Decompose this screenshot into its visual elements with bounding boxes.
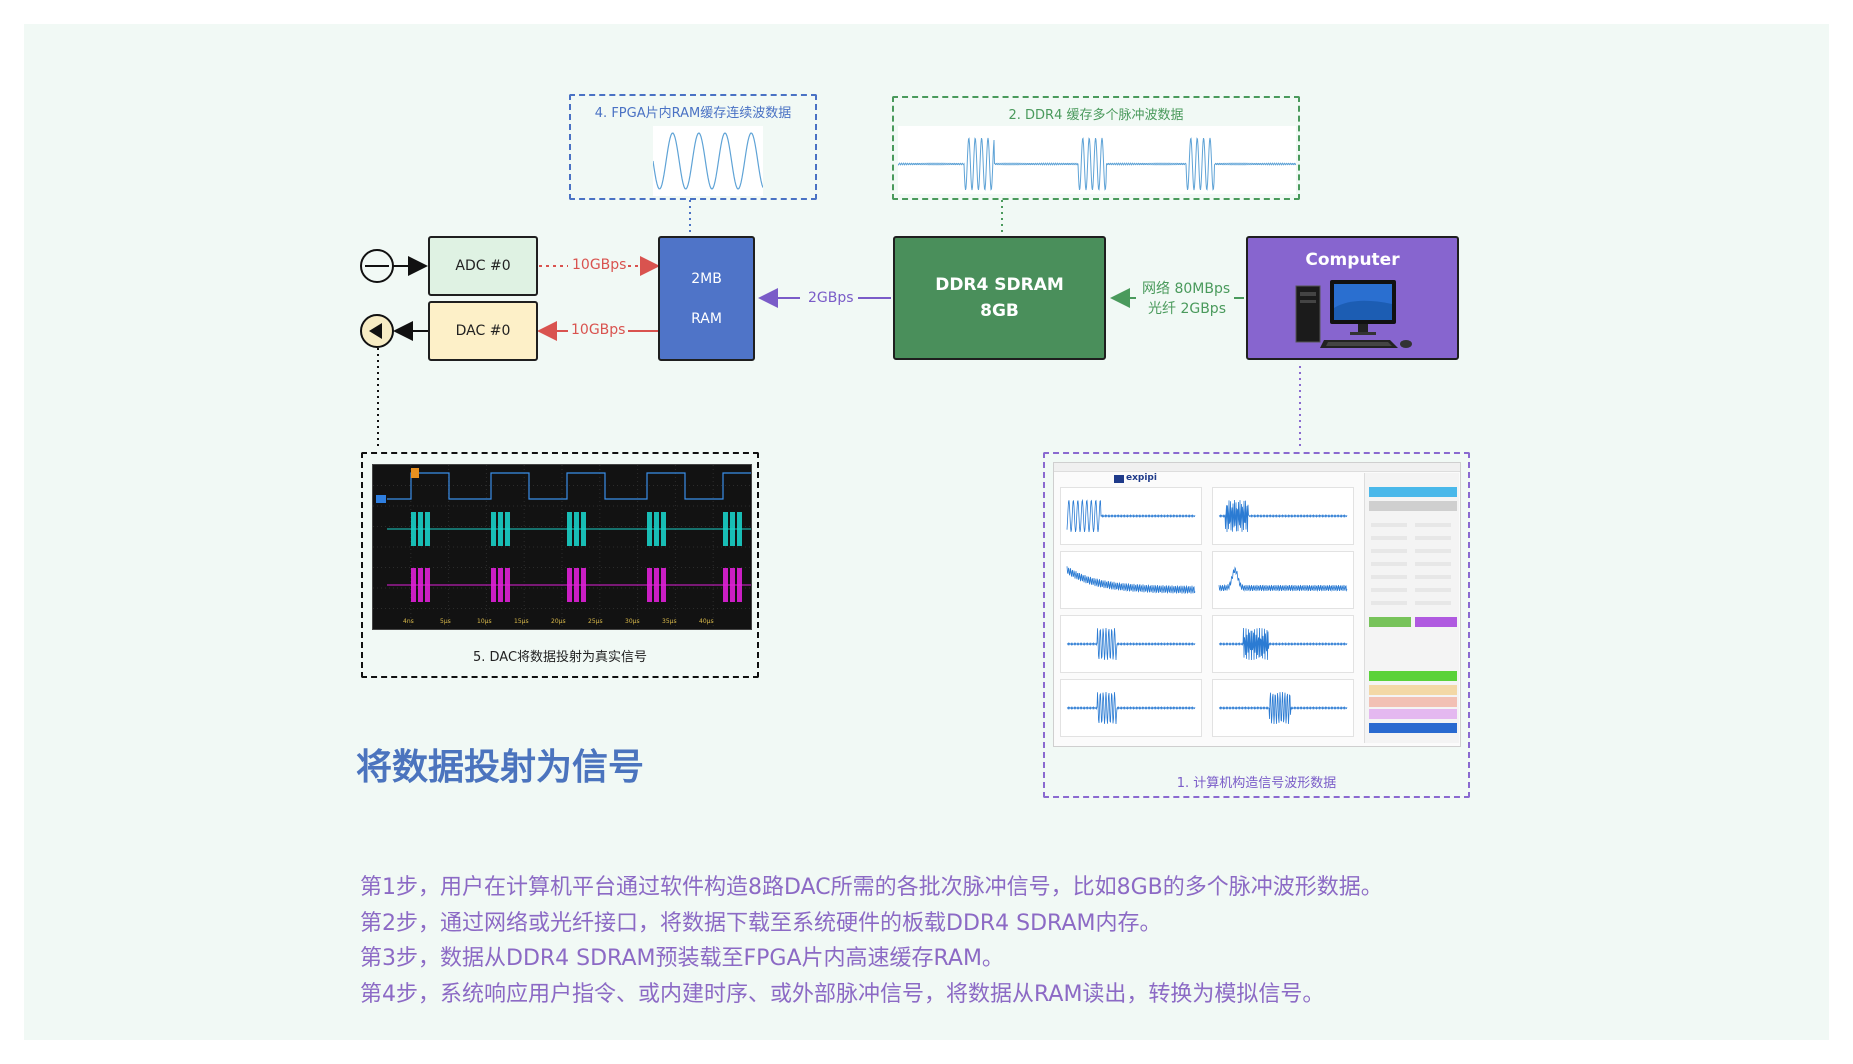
software-control-field	[1415, 601, 1451, 605]
adc-ram-speed-label: 10GBps	[572, 257, 627, 273]
ddr4-size-label: 8GB	[980, 301, 1019, 321]
software-plot	[1212, 487, 1354, 545]
scope-tick-label: 30μs	[625, 618, 640, 625]
ram-dac-speed-label: 10GBps	[571, 322, 626, 338]
software-plot	[1060, 487, 1202, 545]
computer-label: Computer	[1305, 250, 1400, 270]
fpga-ram-caption: 4. FPGA片内RAM缓存连续波数据	[594, 106, 792, 121]
software-control-field	[1415, 588, 1451, 592]
software-plot	[1060, 615, 1202, 673]
steps-list: 第1步，用户在计算机平台通过软件构造8路DAC所需的各批次脉冲信号，比如8GB的…	[360, 870, 1383, 1012]
adc-block: ADC #0	[428, 236, 538, 296]
step-3: 第3步，数据从DDR4 SDRAM预装载至FPGA片内高速缓存RAM。	[360, 946, 1004, 971]
adc-input-source-icon	[360, 249, 428, 283]
headline: 将数据投射为信号	[356, 747, 645, 788]
ddr4-block: DDR4 SDRAM 8GB	[893, 236, 1106, 360]
scope-tick-label: 4ns	[403, 618, 414, 625]
software-control-field	[1415, 562, 1451, 566]
ram-size-label: 2MB	[691, 270, 722, 287]
software-control-field	[1371, 523, 1407, 527]
software-plot	[1212, 615, 1354, 673]
step-4: 第4步，系统响应用户指令、或内建时序、或外部脉冲信号，将数据从RAM读出，转换为…	[360, 981, 1325, 1007]
network-speed-label: 网络 80MBps	[1142, 281, 1231, 297]
software-screenshot-box: 1. 计算机构造信号波形数据	[1043, 452, 1470, 798]
continuous-wave-graphic	[653, 126, 763, 196]
software-logo: expipi	[1126, 473, 1157, 483]
ddr4-pulse-waveform-box: 2. DDR4 缓存多个脉冲波数据	[892, 96, 1300, 200]
dac-output-box: 5. DAC将数据投射为真实信号	[361, 452, 759, 678]
pulse-wave-graphic	[898, 126, 1296, 194]
oscilloscope-traces: 4ns 5μs 10μs 15μs 20μs 25μs 30μs 35μs 40μs	[373, 465, 762, 629]
software-plot	[1212, 679, 1354, 737]
scope-tick-label: 25μs	[588, 618, 603, 625]
scope-tick-label: 10μs	[477, 618, 492, 625]
software-control-field	[1371, 601, 1407, 605]
software-control-field	[1371, 588, 1407, 592]
software-plot	[1060, 679, 1202, 737]
scope-tick-label: 40μs	[699, 618, 714, 625]
computer-block: Computer	[1246, 236, 1459, 360]
software-control-field	[1371, 549, 1407, 553]
adc-label: ADC #0	[455, 258, 511, 274]
dac-block: DAC #0	[428, 301, 538, 361]
fiber-speed-label: 光纤 2GBps	[1148, 301, 1226, 317]
step-1: 第1步，用户在计算机平台通过软件构造8路DAC所需的各批次脉冲信号，比如8GB的…	[360, 875, 1383, 900]
scope-tick-label: 5μs	[440, 618, 451, 625]
ram-label: RAM	[691, 310, 722, 327]
software-control-field	[1415, 523, 1451, 527]
scope-tick-label: 15μs	[514, 618, 529, 625]
software-control-field	[1415, 549, 1451, 553]
software-caption: 1. 计算机构造信号波形数据	[1176, 776, 1337, 791]
software-control-field	[1415, 575, 1451, 579]
ddr4-label: DDR4 SDRAM	[935, 275, 1064, 295]
waveform-software-screenshot: expipi	[1053, 462, 1461, 747]
software-plot	[1060, 551, 1202, 609]
dac-output-port-icon	[360, 314, 428, 348]
software-control-field	[1415, 536, 1451, 540]
step-2: 第2步，通过网络或光纤接口，将数据下载至系统硬件的板载DDR4 SDRAM内存。	[360, 910, 1162, 936]
scope-tick-label: 20μs	[551, 618, 566, 625]
software-control-panel	[1364, 473, 1459, 743]
fpga-ram-waveform-box: 4. FPGA片内RAM缓存连续波数据	[569, 94, 817, 200]
software-control-field	[1371, 575, 1407, 579]
oscilloscope-screenshot: 4ns 5μs 10μs 15μs 20μs 25μs 30μs 35μs 40μs	[372, 464, 762, 630]
dac-output-caption: 5. DAC将数据投射为真实信号	[472, 650, 648, 665]
software-control-field	[1371, 536, 1407, 540]
scope-tick-label: 35μs	[662, 618, 677, 625]
ram-block: 2MB RAM	[658, 236, 755, 361]
software-plot	[1212, 551, 1354, 609]
computer-icon	[1295, 280, 1412, 348]
ddr4-caption: 2. DDR4 缓存多个脉冲波数据	[1008, 108, 1184, 123]
software-control-field	[1371, 562, 1407, 566]
dac-label: DAC #0	[455, 323, 511, 339]
ddr-ram-speed-label: 2GBps	[808, 290, 854, 306]
